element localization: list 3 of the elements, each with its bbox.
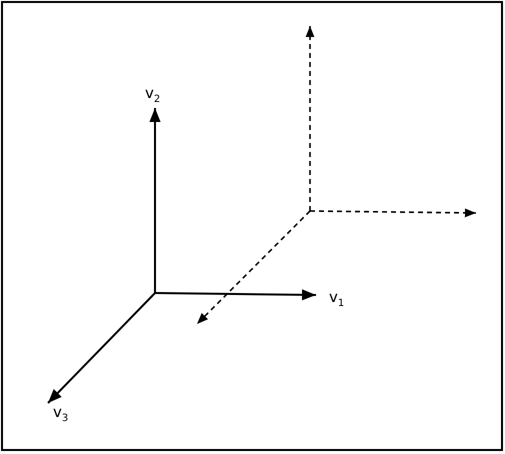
- axis-label: v$_{2}$: [145, 86, 160, 105]
- axis-label: v$_{1}$: [329, 290, 344, 309]
- axis-label: v$_{3}$: [53, 405, 68, 424]
